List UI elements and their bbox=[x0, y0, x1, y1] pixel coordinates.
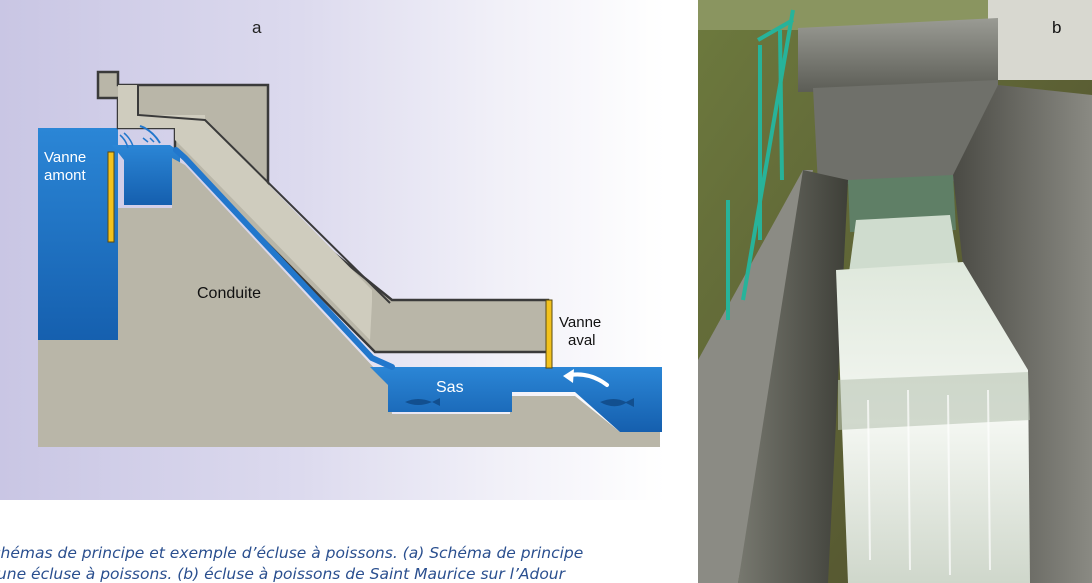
upstream-water bbox=[38, 128, 118, 343]
panel-b-photo: b bbox=[698, 0, 1092, 583]
label-vanne-amont-2: amont bbox=[44, 167, 87, 184]
conduit-water bbox=[173, 147, 395, 370]
fish-lock-photo bbox=[698, 0, 1092, 583]
railing bbox=[726, 9, 795, 320]
downstream-gate bbox=[545, 299, 553, 369]
panel-a-letter: a bbox=[252, 18, 262, 37]
upstream-chamber-water bbox=[112, 145, 180, 205]
figure-caption: chémas de principe et exemple d’écluse à… bbox=[0, 543, 692, 583]
ground-base bbox=[38, 158, 660, 447]
splash-marks bbox=[119, 132, 155, 149]
fish-icon bbox=[600, 398, 634, 407]
fish-icon bbox=[405, 398, 440, 406]
upstream-gate bbox=[107, 151, 115, 243]
label-conduite: Conduite bbox=[197, 285, 261, 302]
label-vanne-amont-1: Vanne bbox=[44, 149, 86, 166]
caption-line-1: chémas de principe et exemple d’écluse à… bbox=[0, 544, 584, 562]
label-sas: Sas bbox=[436, 379, 464, 396]
panel-a-diagram: Vanne amont Conduite Vanne aval Sas a bbox=[0, 0, 665, 500]
caption-line-2: ’une écluse à poissons. (b) écluse à poi… bbox=[0, 565, 565, 583]
fish-lock-schematic: Vanne amont Conduite Vanne aval Sas bbox=[38, 70, 662, 447]
label-vanne-aval-1: Vanne bbox=[559, 314, 601, 331]
label-vanne-aval-2: aval bbox=[568, 332, 596, 349]
panel-b-letter: b bbox=[1052, 18, 1062, 37]
sas-water bbox=[370, 367, 662, 432]
conduit-channel bbox=[118, 85, 372, 340]
